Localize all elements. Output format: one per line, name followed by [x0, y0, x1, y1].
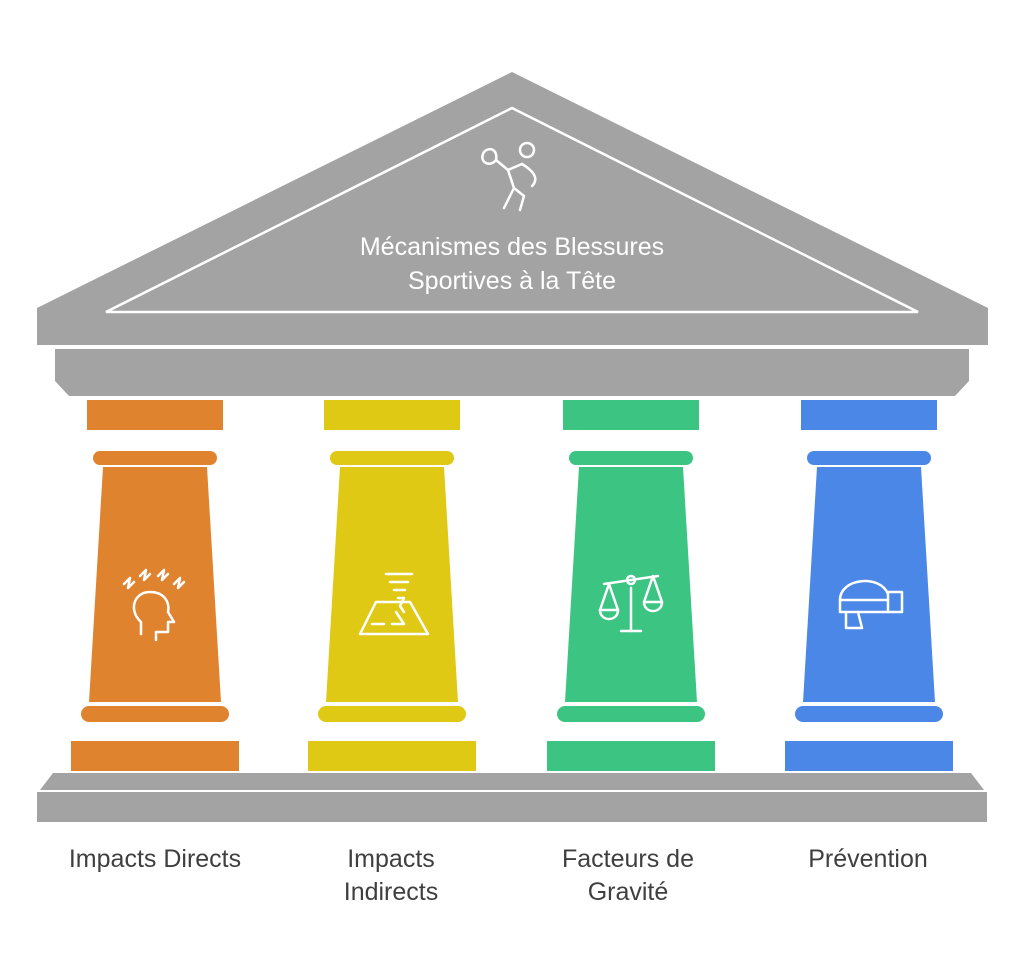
roof-inner-outline: [105, 106, 919, 314]
pillar-capital: [801, 400, 937, 430]
pillar-capital: [324, 400, 460, 430]
label-line: Impacts: [347, 845, 435, 873]
pillar-3: [547, 400, 715, 771]
roof-pediment: [37, 72, 988, 345]
pillar-shaft: [89, 467, 221, 702]
balance-scale-icon: [598, 574, 664, 633]
label-line: Impacts Directs: [68, 845, 242, 873]
label-line: Prévention: [808, 845, 928, 873]
entablature: [55, 349, 969, 381]
head-impact-icon: [122, 568, 186, 642]
pillar-capital: [563, 400, 699, 430]
pillar-4: [785, 400, 953, 771]
pillar-label-4: Prévention: [758, 843, 978, 876]
title-line-1: Mécanismes des Blessures: [359, 233, 665, 261]
pillar-1: [71, 400, 239, 771]
whirlwind-icon: [358, 572, 430, 636]
label-line: Indirects: [343, 878, 439, 906]
label-line: Facteurs de: [561, 845, 694, 873]
pillar-base: [71, 741, 239, 771]
pillar-base: [308, 741, 476, 771]
pillar-label-1: Impacts Directs: [45, 843, 265, 876]
diagram-title: Mécanismes des Blessures Sportives à la …: [312, 230, 712, 298]
pillar-base-ring: [557, 706, 705, 722]
pillar-base: [547, 741, 715, 771]
title-line-2: Sportives à la Tête: [408, 267, 616, 295]
pillar-shaft: [803, 467, 935, 702]
pillar-label-3: Facteurs de Gravité: [518, 843, 738, 909]
player-kick-icon: [481, 141, 537, 212]
pillar-label-2: Impacts Indirects: [281, 843, 501, 909]
pillar-shaft: [326, 467, 458, 702]
pillar-base-ring: [81, 706, 229, 722]
pillar-capital-ring: [93, 451, 217, 465]
pillar-base-ring: [795, 706, 943, 722]
pillar-base: [785, 741, 953, 771]
pillar-capital-ring: [569, 451, 693, 465]
pillar-capital-ring: [807, 451, 931, 465]
architrave: [55, 381, 969, 396]
helmet-icon: [838, 579, 904, 630]
base-plinth: [37, 792, 987, 822]
pillar-capital: [87, 400, 223, 430]
pillar-2: [308, 400, 476, 771]
label-line: Gravité: [587, 878, 669, 906]
base-step: [40, 773, 984, 790]
pillar-base-ring: [318, 706, 466, 722]
pillar-capital-ring: [330, 451, 454, 465]
